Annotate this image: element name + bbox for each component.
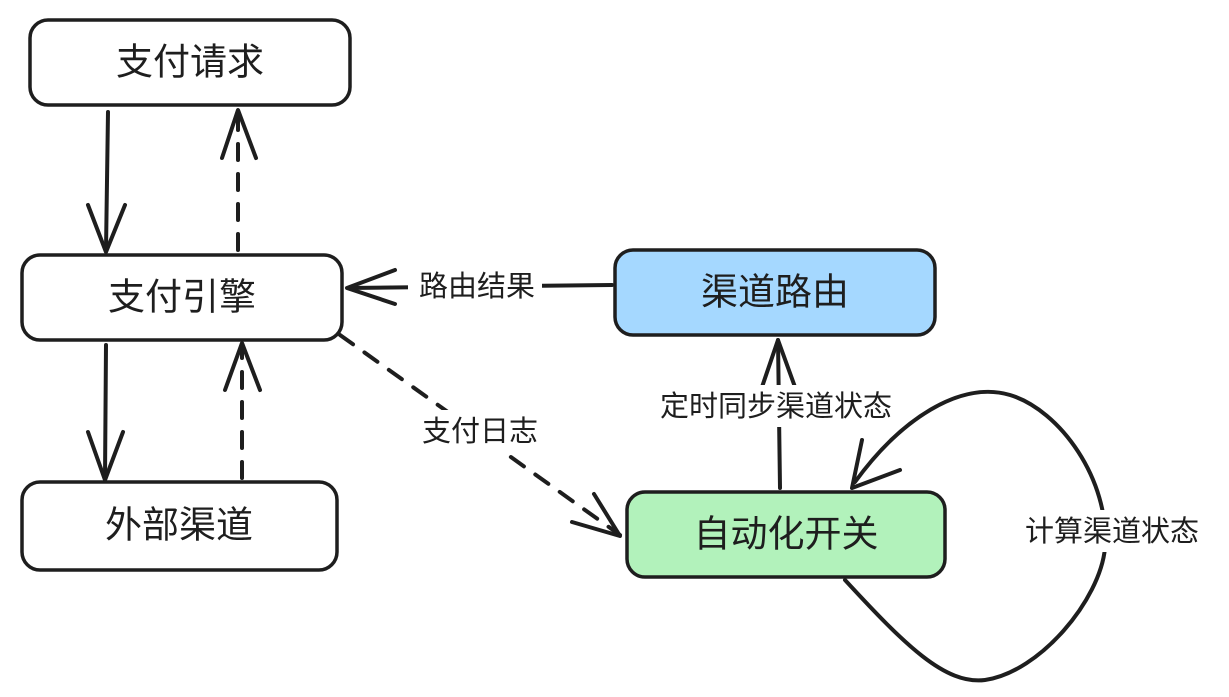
node-external-channel-box — [20, 480, 339, 572]
edge-payment-log-label: 支付日志 — [422, 414, 538, 448]
arrowhead-down-icon — [86, 203, 127, 254]
edge-engine-to-external-line — [103, 343, 108, 480]
node-channel-routing-label: 渠道路由 — [701, 271, 849, 314]
edge-routing-result-label: 路由结果 — [419, 269, 535, 303]
arrowhead-diagonal-icon — [570, 492, 622, 538]
edge-engine-to-switch: 支付日志 — [338, 333, 622, 538]
edge-switch-to-routing: 定时同步渠道状态 — [645, 338, 907, 490]
node-payment-request[interactable]: 支付请求 — [28, 18, 352, 107]
node-automation-switch[interactable]: 自动化开关 — [625, 490, 947, 579]
node-payment-engine[interactable]: 支付引擎 — [20, 253, 344, 342]
edge-engine-to-request — [220, 108, 258, 252]
edge-compute-channel-status-label: 计算渠道状态 — [1025, 514, 1199, 548]
node-automation-switch-label: 自动化开关 — [694, 513, 879, 556]
edge-request-to-engine-line — [104, 110, 110, 252]
edge-routing-to-engine: 路由结果 — [345, 266, 614, 306]
edge-request-to-engine — [86, 110, 127, 254]
arrowhead-left-icon — [345, 268, 397, 306]
node-channel-routing[interactable]: 渠道路由 — [613, 248, 937, 337]
node-channel-routing-box — [613, 248, 937, 337]
arrowhead-down-icon — [86, 430, 125, 482]
edge-external-to-engine — [223, 341, 262, 480]
edge-routing-label-bg — [408, 266, 542, 306]
arrowhead-up-icon — [223, 341, 262, 392]
edge-sync-label-bg — [645, 385, 907, 427]
node-payment-engine-box — [20, 253, 344, 342]
edge-sync-channel-status-label: 定时同步渠道状态 — [660, 389, 892, 423]
node-payment-request-box — [28, 18, 352, 107]
edge-engine-to-external — [86, 343, 125, 482]
edge-compute-label-bg — [1010, 510, 1215, 552]
node-external-channel[interactable]: 外部渠道 — [20, 480, 339, 572]
edge-payment-log-label-bg — [412, 410, 550, 452]
node-payment-engine-label: 支付引擎 — [108, 276, 256, 319]
arrowhead-up-icon — [220, 108, 258, 160]
edge-engine-to-switch-line — [338, 333, 622, 537]
arrowhead-up-icon — [760, 338, 797, 389]
arrowhead-loop-icon — [850, 438, 902, 490]
edge-switch-self-loop: 计算渠道状态 — [843, 389, 1215, 683]
node-external-channel-label: 外部渠道 — [105, 504, 253, 547]
node-automation-switch-box — [625, 490, 947, 579]
node-payment-request-label: 支付请求 — [116, 41, 264, 84]
